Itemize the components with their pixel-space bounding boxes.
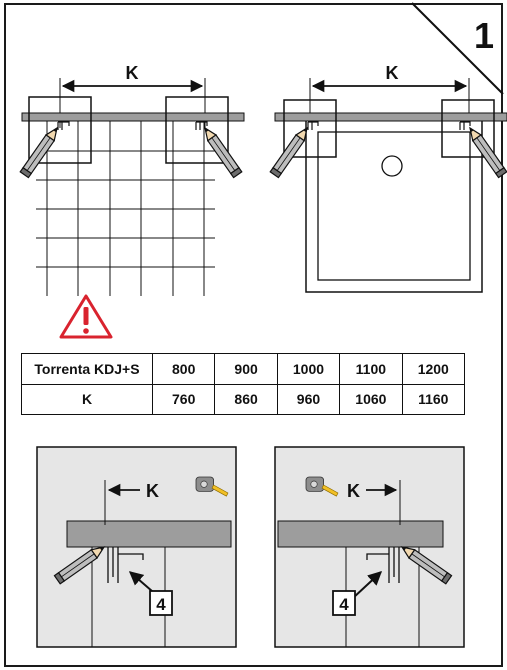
wall-profile-bar [21, 112, 245, 122]
profile-detail [195, 121, 208, 130]
table-row-k: K 760 860 960 1060 1160 [21, 383, 466, 415]
table-cell: 1060 [339, 383, 403, 415]
table-cell: 900 [214, 353, 278, 385]
tile-grid [36, 120, 215, 296]
table-cell: 800 [151, 353, 216, 385]
page-frame [4, 3, 503, 667]
table-cell: 860 [214, 383, 278, 415]
warning-triangle-icon [59, 294, 113, 339]
wall-profile-bar [66, 520, 232, 548]
profile-detail [57, 121, 70, 130]
tray-inner [317, 131, 471, 281]
profile-detail [307, 121, 319, 130]
size-table: Torrenta KDJ+S 800 900 1000 1100 1200 K … [21, 353, 466, 415]
wall-profile-bar [274, 112, 507, 122]
left-wall-diagram: K [19, 63, 245, 296]
step-number: 1 [474, 15, 494, 56]
reference-label: 4 [156, 595, 166, 614]
step-corner: 1 [411, 2, 504, 95]
detail-box-right [165, 96, 229, 164]
detail-box-left [28, 96, 92, 164]
detail-box-left [283, 99, 337, 158]
dimension-label: K [146, 481, 159, 501]
reference-arrow [352, 571, 383, 599]
wall-profile-bar [277, 520, 444, 548]
bottom-right-panel: K 4 [274, 446, 465, 648]
detail-box-right [441, 99, 495, 158]
pencil-icon [269, 124, 312, 179]
drain-icon [381, 155, 403, 177]
table-header-model: Torrenta KDJ+S [21, 353, 153, 385]
table-row-sizes: Torrenta KDJ+S 800 900 1000 1100 1200 [21, 353, 466, 385]
table-cell: 1000 [276, 353, 341, 385]
tray-outer [305, 119, 483, 293]
table-header-k: K [21, 383, 153, 415]
bottom-left-panel: K 4 [36, 446, 237, 648]
table-cell: 960 [276, 383, 341, 415]
reference-box [149, 590, 173, 616]
dimension-label: K [386, 63, 399, 83]
profile-detail [459, 121, 471, 130]
profile-detail [107, 547, 144, 583]
reference-label: 4 [339, 595, 349, 614]
table-cell: 1100 [339, 353, 403, 385]
dimension-label: K [126, 63, 139, 83]
right-tray-diagram: K [269, 63, 507, 293]
dimension-label: K [347, 481, 360, 501]
table-cell: 1200 [401, 353, 466, 385]
reference-box [332, 590, 356, 616]
profile-detail [366, 547, 400, 583]
table-cell: 760 [151, 383, 216, 415]
table-cell: 1160 [401, 383, 466, 415]
